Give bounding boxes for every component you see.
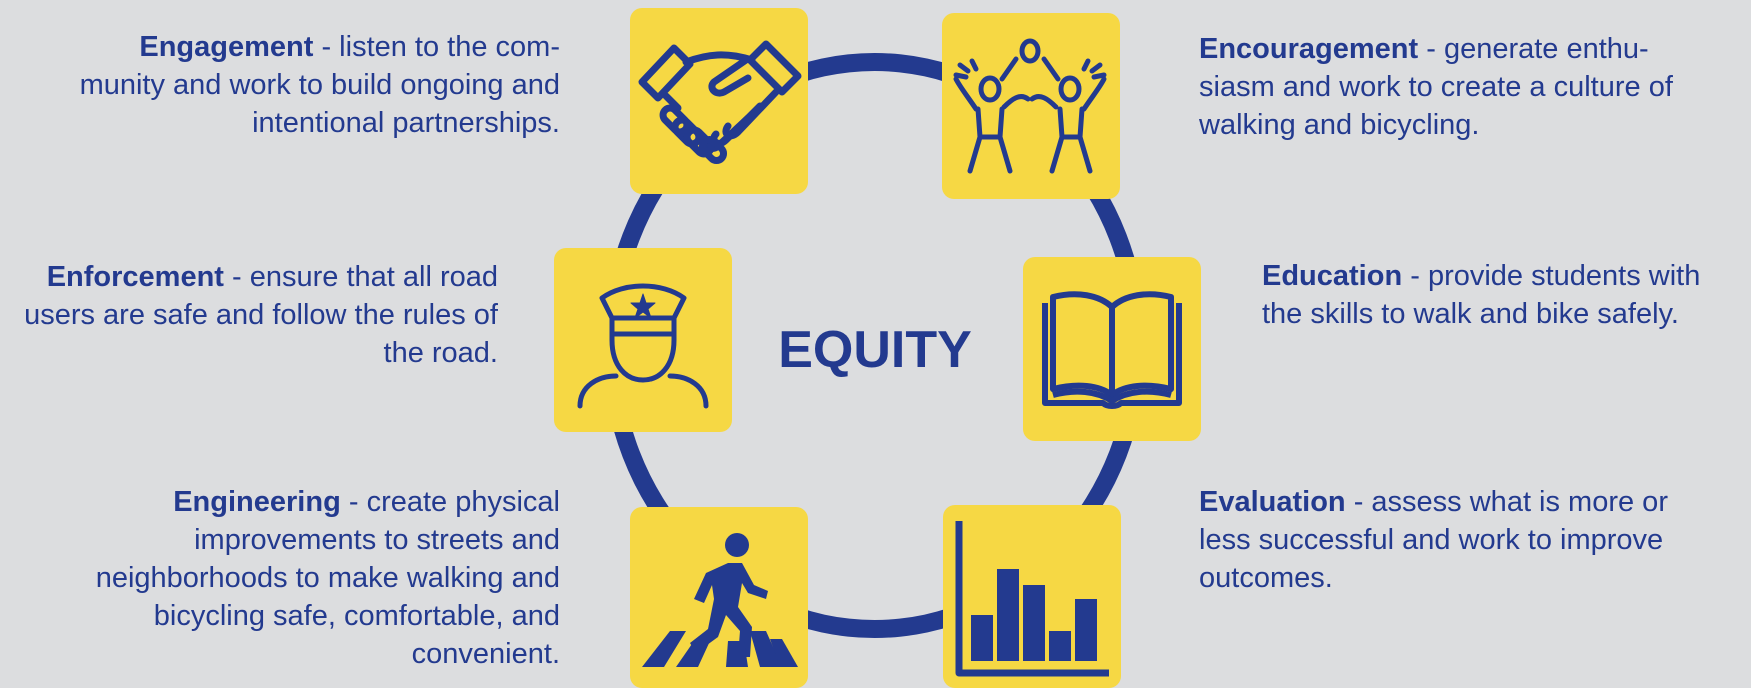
enforcement-label: Enforcement bbox=[46, 261, 224, 293]
enforcement-description: Enforcement - ensure that all road users… bbox=[2, 258, 498, 372]
handshake-icon bbox=[638, 40, 802, 165]
engagement-label: Engagement bbox=[139, 31, 314, 63]
education-text: - provide students with the skills to wa… bbox=[1262, 260, 1701, 330]
engineering-description: Engineering - create physical improvemen… bbox=[90, 483, 560, 673]
pedestrian-crosswalk-icon bbox=[642, 533, 798, 667]
education-tile bbox=[1023, 257, 1201, 441]
bar-chart-icon bbox=[955, 521, 1109, 677]
engineering-tile bbox=[630, 507, 808, 688]
engineering-text: - create physical improvements to street… bbox=[95, 486, 560, 670]
engagement-text: - listen to the com- munity and work to … bbox=[79, 31, 560, 139]
police-officer-icon bbox=[577, 283, 709, 409]
engineering-label: Engineering bbox=[173, 486, 341, 518]
enforcement-text: - ensure that all road users are safe an… bbox=[24, 261, 498, 369]
evaluation-text: - assess what is more or less successful… bbox=[1199, 486, 1668, 594]
education-label: Education bbox=[1262, 260, 1403, 292]
engagement-description: Engagement - listen to the com- munity a… bbox=[60, 28, 560, 142]
enforcement-tile bbox=[554, 248, 732, 432]
cheering-people-icon bbox=[953, 38, 1107, 174]
education-description: Education - provide students with the sk… bbox=[1262, 257, 1742, 333]
evaluation-tile bbox=[943, 505, 1121, 688]
engagement-tile bbox=[630, 8, 808, 194]
encouragement-label: Encouragement bbox=[1199, 33, 1419, 65]
open-book-icon bbox=[1042, 291, 1182, 409]
evaluation-label: Evaluation bbox=[1199, 486, 1346, 518]
evaluation-description: Evaluation - assess what is more or less… bbox=[1199, 483, 1689, 597]
encouragement-tile bbox=[942, 13, 1120, 199]
center-title: EQUITY bbox=[778, 321, 972, 379]
encouragement-text: - generate enthu- siasm and work to crea… bbox=[1199, 33, 1673, 141]
encouragement-description: Encouragement - generate enthu- siasm an… bbox=[1199, 30, 1719, 144]
